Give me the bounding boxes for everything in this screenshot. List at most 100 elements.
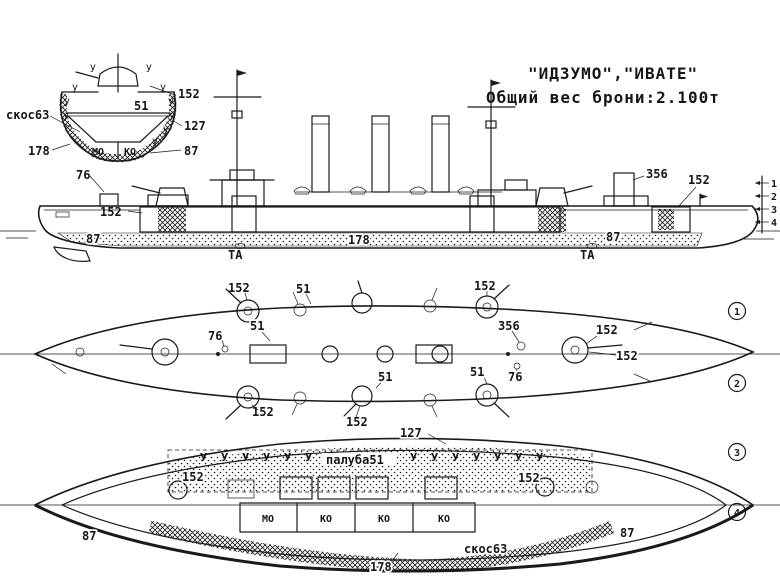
section-badge-2 [727, 373, 747, 393]
label-76-right: 76 [508, 370, 522, 384]
draft-mark-4: 4 [771, 218, 777, 229]
label-skos63: скос63 [6, 108, 49, 122]
mainmast-top [485, 120, 497, 129]
deck-hatch [415, 344, 453, 364]
aft-barbette-armor [538, 207, 566, 232]
section-slope-left [67, 115, 97, 143]
lower-belt-stipple [56, 232, 703, 247]
midship-gun-position [351, 292, 373, 314]
sponson-gun [293, 391, 307, 405]
label-87-lower: 87 [184, 144, 198, 158]
aft-turret [535, 187, 569, 207]
label-51-left: 51 [250, 319, 264, 333]
fore-turret-gun [131, 185, 161, 194]
fore-main-gun [119, 344, 153, 350]
label-178-main-belt: 178 [348, 233, 370, 247]
machinery-casing [279, 476, 313, 500]
waterline-marks [0, 230, 780, 240]
label-152-deck-right: 152 [518, 471, 540, 485]
label-356-plan: 356 [498, 319, 520, 333]
label-356-conning-tower: 356 [646, 167, 668, 181]
label-deck-51: палуба51 [326, 453, 384, 467]
draft-mark-1: 1 [771, 179, 777, 190]
label-152-right-upper: 152 [596, 323, 618, 337]
section-belt-armor-right [141, 93, 177, 156]
machinery-casing [227, 479, 255, 499]
armor-mark: у [64, 96, 70, 107]
machinery-casing [355, 476, 389, 500]
fore-turret [155, 187, 189, 207]
fore-main-barbette [151, 338, 179, 366]
label-87-belt-right: 87 [606, 230, 620, 244]
section-turret-gun [75, 71, 99, 79]
label-178-deck: 178 [370, 560, 392, 574]
label-152-deck-left: 152 [182, 470, 204, 484]
armor-mark: у [160, 82, 166, 93]
section-badge-4 [727, 502, 747, 522]
label-87-belt-left: 87 [86, 232, 100, 246]
hull-profile [37, 205, 759, 249]
section-number-2: 2 [734, 379, 740, 390]
title-block: "ИДЗУМО","ИВАТЕ" Общий вес брони:2.100т [486, 64, 720, 107]
compartment-ko-3: КО [438, 514, 450, 525]
plan-hull-outline [33, 305, 755, 403]
label-127-upper-belt: 127 [184, 119, 206, 133]
casemate-gun-position [236, 299, 260, 323]
label-boiler-room: КО [124, 147, 136, 158]
armor-mark: у [146, 62, 152, 73]
section-number-3: 3 [734, 448, 740, 459]
fore-barbette-base [168, 480, 188, 500]
sponson-gun [423, 299, 437, 313]
foremast-flag [237, 70, 247, 76]
label-152-turret: 152 [178, 87, 200, 101]
funnel-base [376, 345, 394, 363]
conning-tower-plan [516, 341, 526, 351]
armor-weight-subtitle: Общий вес брони:2.100т [486, 88, 720, 107]
side-elevation-view: 1 2 3 4 76 152 356 152 87 178 87 ТА ТА [0, 69, 780, 262]
aft-casemate-armor [469, 195, 495, 233]
armor-mark: у [72, 82, 78, 93]
hawse-fitting [55, 211, 70, 218]
citadel-dashed-outline [167, 449, 593, 493]
stern-casemate [99, 193, 119, 207]
label-76-left: 76 [208, 329, 222, 343]
aft-deckhouse [477, 189, 537, 207]
ship-boat [293, 186, 311, 195]
label-152-casemate-right: 152 [688, 173, 710, 187]
fore-casemate-armor [231, 195, 257, 233]
ship-names-title: "ИДЗУМО","ИВАТЕ" [528, 64, 698, 83]
cross-section-detail-view: у у у у у у у у у у скос63 178 152 51 12… [6, 53, 206, 163]
armor-mark: у [63, 110, 69, 121]
ship-boat [349, 186, 367, 195]
slope-armor-band [148, 520, 615, 573]
casemate-gun-position [236, 385, 260, 409]
label-178-belt: 178 [28, 144, 50, 158]
funnel-1 [311, 115, 330, 193]
section-turret [97, 66, 139, 87]
ship-boat [409, 186, 427, 195]
ship-boat [457, 186, 475, 195]
compartment-grid [239, 502, 476, 533]
compartment-mo: МО [262, 514, 274, 525]
aft-turret-gun [563, 185, 593, 194]
compartment-ko-2: КО [378, 514, 390, 525]
casemate-gun-position [475, 295, 499, 319]
section-number-4: 4 [734, 508, 740, 519]
midship-gun-position [351, 385, 373, 407]
fore-deckhouse [147, 194, 189, 207]
label-51-aft-bottom: 51 [470, 365, 484, 379]
aft-main-gun [587, 344, 623, 349]
mainmast-flag [491, 80, 501, 86]
torpedo-tube-fore [234, 243, 246, 249]
bow-casemate [651, 206, 691, 233]
casemate-gun-position [475, 383, 499, 407]
deck-hatch [249, 344, 287, 364]
armor-deck-plan-view: у у у у у у у у у у у у у у у у у МО КО … [0, 424, 780, 576]
sponson-gun [423, 393, 437, 407]
armor-mark: у [168, 96, 174, 107]
section-belt-armor-left [59, 93, 95, 156]
armor-mark: у [90, 62, 96, 73]
label-87-deck-left: 87 [82, 529, 96, 543]
